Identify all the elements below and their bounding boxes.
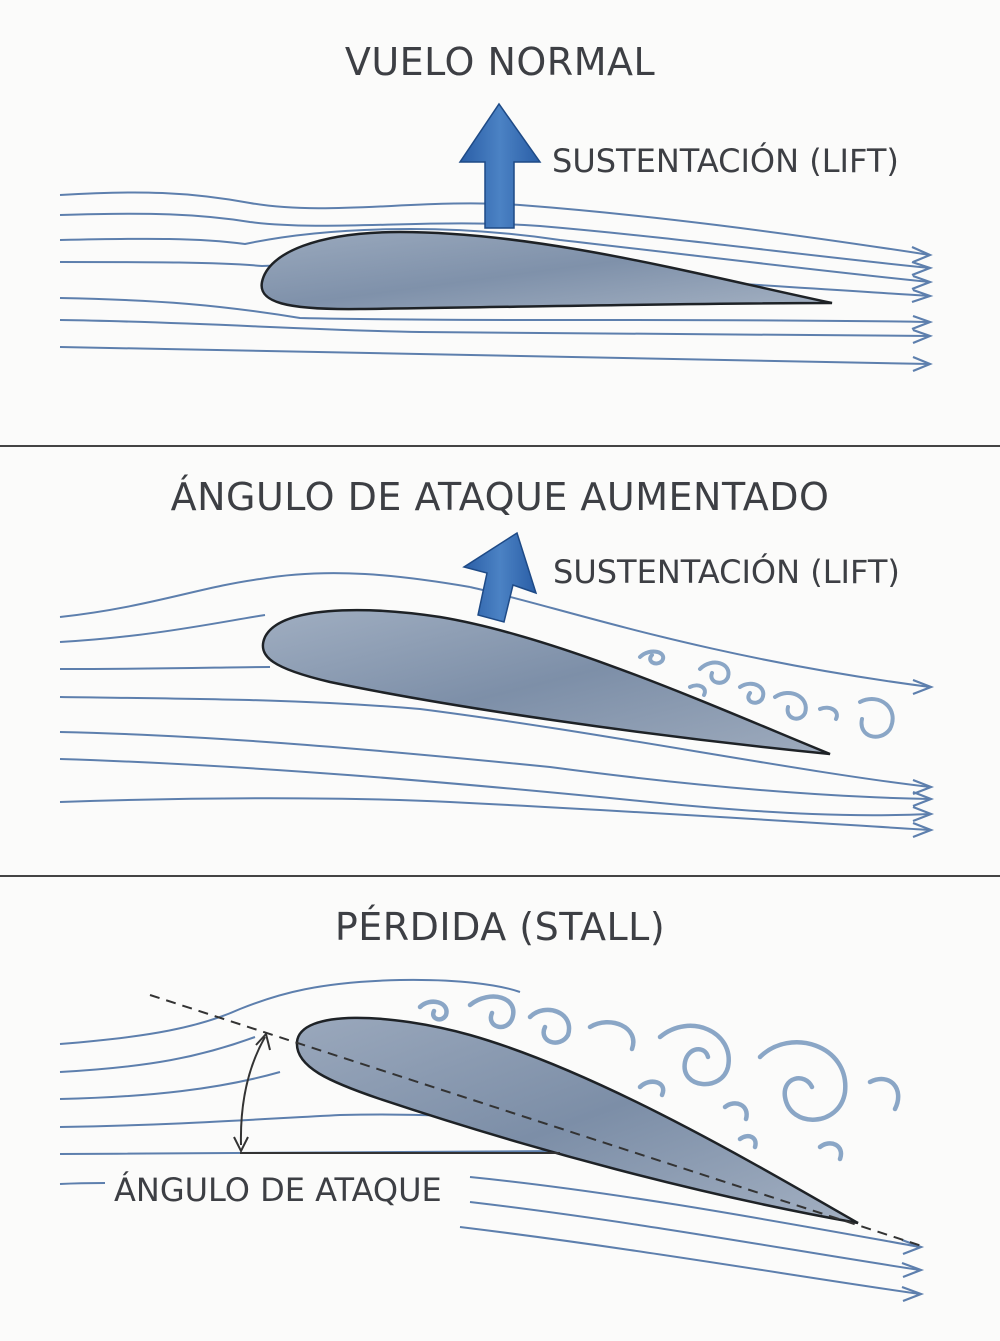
streamline [59,1071,281,1100]
streamline [59,696,931,788]
streamline [59,978,521,1045]
angle-arc [239,1036,266,1146]
vortex [587,1020,636,1052]
arrowhead-icon [901,1261,925,1279]
streamline [59,797,931,831]
arrowhead-icon [901,1238,925,1256]
streamline [59,614,266,643]
panel-stall: PÉRDIDA (STALL) ÁNGULO DE ATAQUE [0,877,1000,1341]
vortex [737,1134,758,1150]
arrowhead-icon [901,1285,925,1303]
streamline [459,1226,921,1295]
vortex [637,1079,666,1098]
vortex [773,691,808,721]
normal-flight-illustration [59,102,934,373]
vortex [467,994,516,1030]
flow-arrowheads [901,1238,925,1303]
vortex [738,681,766,705]
stall-illustration [59,978,926,1303]
arrowhead-icon [911,288,934,304]
vortex [657,1023,731,1087]
arrowhead-icon [912,821,935,839]
arrowhead-icon [911,245,933,264]
vortex [757,1040,848,1122]
streamline [59,758,931,817]
lift-label: SUSTENTACIÓN (LIFT) [553,553,900,591]
divider [0,445,1000,447]
flow-arrowheads [912,678,935,839]
divider [0,875,1000,877]
streamline [59,346,931,365]
airfoil [260,230,833,311]
streamline [59,1036,256,1073]
streamline [469,1201,921,1271]
arc-arrowhead-icon [255,1031,271,1051]
arrowhead-icon [911,274,934,291]
panel-increased-angle: ÁNGULO DE ATAQUE AUMENTADO SUSTENTACIÓN … [0,447,1000,875]
arrowhead-icon [912,790,935,808]
arc-arrowhead-icon [233,1136,249,1154]
streamline [59,666,271,670]
vortex [722,1101,749,1122]
vortex [688,683,707,697]
vortex [527,1007,572,1045]
arrowhead-icon [912,355,933,373]
arrowhead-icon [911,260,934,277]
vortex [867,1076,901,1112]
lift-label: SUSTENTACIÓN (LIFT) [552,142,899,180]
vortex [858,697,895,739]
vortex [698,660,731,685]
turbulence [417,994,901,1162]
increased-angle-illustration [59,531,935,839]
vortex [417,999,449,1022]
streamline [59,297,931,323]
streamline [59,227,931,283]
arrowhead-icon [912,678,935,696]
streamlines [59,978,921,1295]
arrowhead-icon [912,328,934,345]
arrowhead-icon [912,778,935,796]
streamline [59,572,471,618]
turbulence [638,649,895,739]
vortex [818,705,839,721]
panel-title: VUELO NORMAL [344,40,656,84]
panel-title: PÉRDIDA (STALL) [334,905,666,949]
streamline [59,212,931,269]
panel-normal-flight: VUELO NORMAL SUSTENTACIÓN (LIFT) [0,0,1000,445]
streamlines [59,191,931,365]
panel-title: ÁNGULO DE ATAQUE AUMENTADO [170,475,830,519]
streamline [59,319,931,337]
arrowhead-icon [911,314,934,331]
arrowhead-icon [912,805,935,823]
vortex [638,649,666,666]
streamline [59,191,931,256]
flow-arrowheads [911,245,934,373]
streamlines [59,572,931,831]
streamline [469,1176,921,1248]
vortex [817,1141,844,1162]
up-arrow-icon [462,531,538,623]
airfoil [261,608,831,756]
streamline [59,1182,106,1185]
streamline [59,731,931,800]
up-arrow-icon [458,102,542,229]
angle-of-attack-label: ÁNGULO DE ATAQUE [114,1171,442,1209]
